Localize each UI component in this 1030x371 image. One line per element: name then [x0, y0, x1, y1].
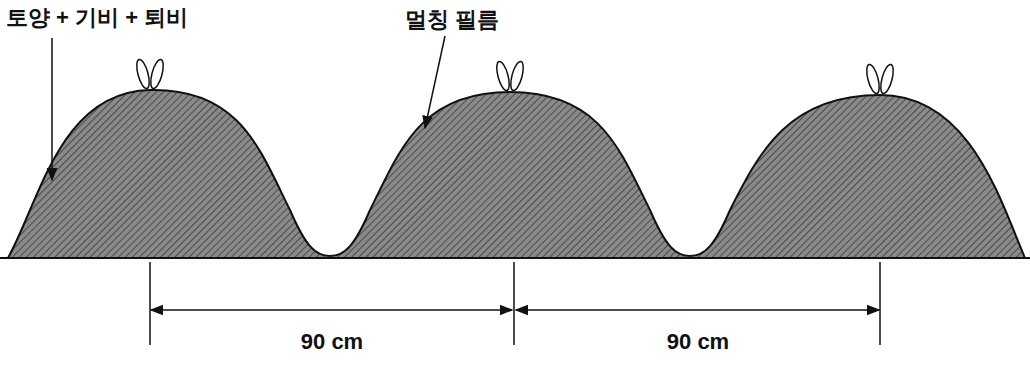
part-label: 멀칭 필름 [405, 8, 499, 32]
soil-ridges [8, 90, 1025, 258]
dimension-lines [150, 262, 880, 345]
dimension-label: 90 cm [667, 330, 729, 354]
seedlings [134, 58, 895, 95]
leader-lines [52, 36, 445, 180]
ground-line [0, 257, 1030, 259]
part-label: 토양 + 기비 + 퇴비 [6, 6, 188, 30]
dimension-label: 90 cm [301, 330, 363, 354]
